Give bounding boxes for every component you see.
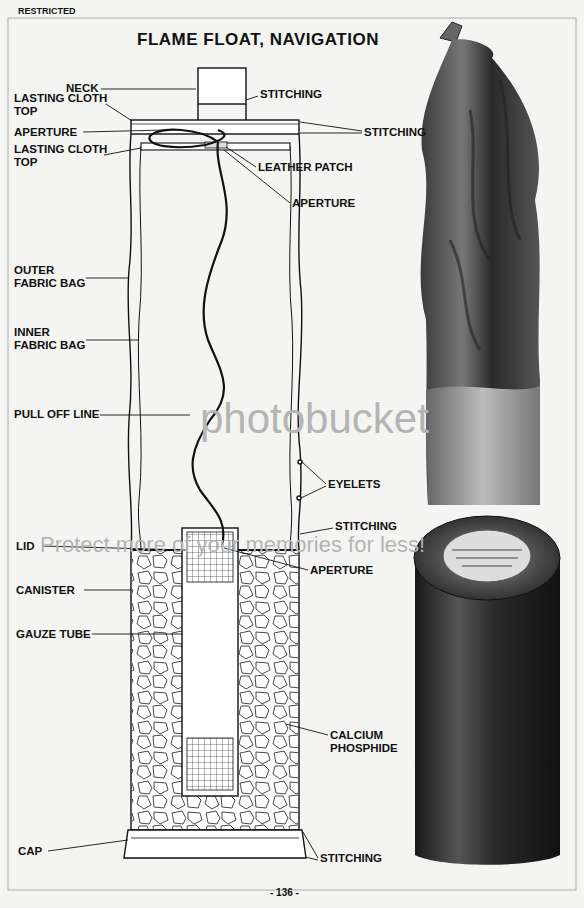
- part-label: LEATHER PATCH: [258, 161, 353, 174]
- gauze-tube: [182, 528, 238, 796]
- page-number: - 136 -: [270, 886, 299, 899]
- part-label: APERTURE: [292, 197, 355, 210]
- part-label: GAUZE TUBE: [16, 628, 91, 641]
- part-label: STITCHING: [260, 88, 322, 101]
- cutaway-drawing: [124, 68, 306, 858]
- part-label: EYELETS: [328, 478, 380, 491]
- part-label: LASTING CLOTH TOP: [14, 92, 109, 118]
- part-label: PULL OFF LINE: [14, 408, 99, 421]
- diagram-title: FLAME FLOAT, NAVIGATION: [137, 30, 379, 50]
- part-label: STITCHING: [335, 520, 397, 533]
- part-label: STITCHING: [364, 126, 426, 139]
- watermark: photobucket: [200, 412, 429, 425]
- part-label: LASTING CLOTH TOP: [14, 143, 109, 169]
- part-label: STITCHING: [320, 852, 382, 865]
- part-label: OUTER FABRIC BAG: [14, 264, 86, 290]
- part-label: APERTURE: [310, 564, 373, 577]
- part-label: LID: [16, 540, 35, 553]
- part-label: CALCIUM PHOSPHIDE: [330, 729, 425, 755]
- cap: [124, 830, 306, 858]
- part-label: APERTURE: [14, 126, 77, 139]
- part-label: CAP: [18, 845, 42, 858]
- flame-float-photo: [414, 22, 560, 865]
- watermark: Protect more of your memories for less!: [40, 538, 425, 551]
- neck: [198, 68, 246, 104]
- pull-off-line: [149, 130, 226, 546]
- classification-mark: RESTRICTED: [18, 5, 76, 18]
- outer-fabric-bag: [128, 134, 132, 550]
- part-label: INNER FABRIC BAG: [14, 326, 86, 352]
- part-label: CANISTER: [16, 584, 75, 597]
- inner-fabric-bag: [138, 146, 141, 550]
- leader-lines: [42, 89, 362, 860]
- page-frame: [8, 18, 576, 890]
